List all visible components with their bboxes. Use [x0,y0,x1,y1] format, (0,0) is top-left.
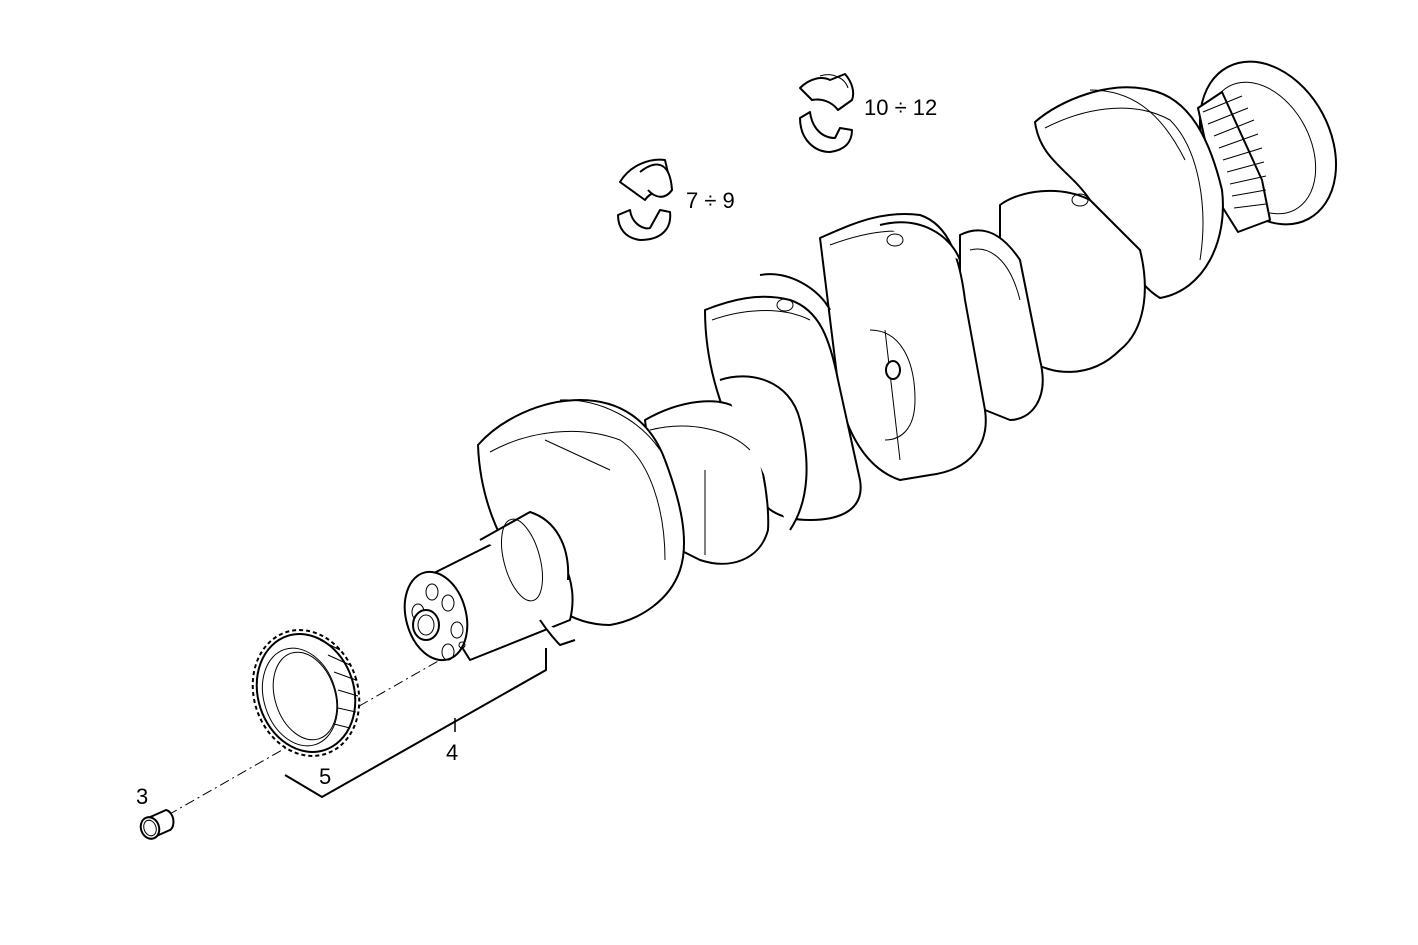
callout-label-3[interactable]: 3 [136,784,149,809]
crankshaft-part-4 [403,60,1338,662]
assembly-axis-line [167,659,441,816]
callout-label-4[interactable]: 4 [446,740,459,765]
rear-counterweight [1034,86,1224,299]
rear-flange [1197,60,1338,233]
callout-label-10-12[interactable]: 10 ÷ 12 [864,95,938,120]
plug-part-3 [139,809,175,840]
leader-lines [284,648,547,799]
timing-gear-part-5 [251,629,361,757]
front-nose [403,511,576,662]
callout-label-7-9[interactable]: 7 ÷ 9 [686,188,735,213]
main-bearing-shells-7-9 [617,158,673,241]
crank-throw-6 [959,189,1146,421]
callout-label-5[interactable]: 5 [319,764,332,789]
thrust-bearing-shells-10-12 [799,73,855,153]
